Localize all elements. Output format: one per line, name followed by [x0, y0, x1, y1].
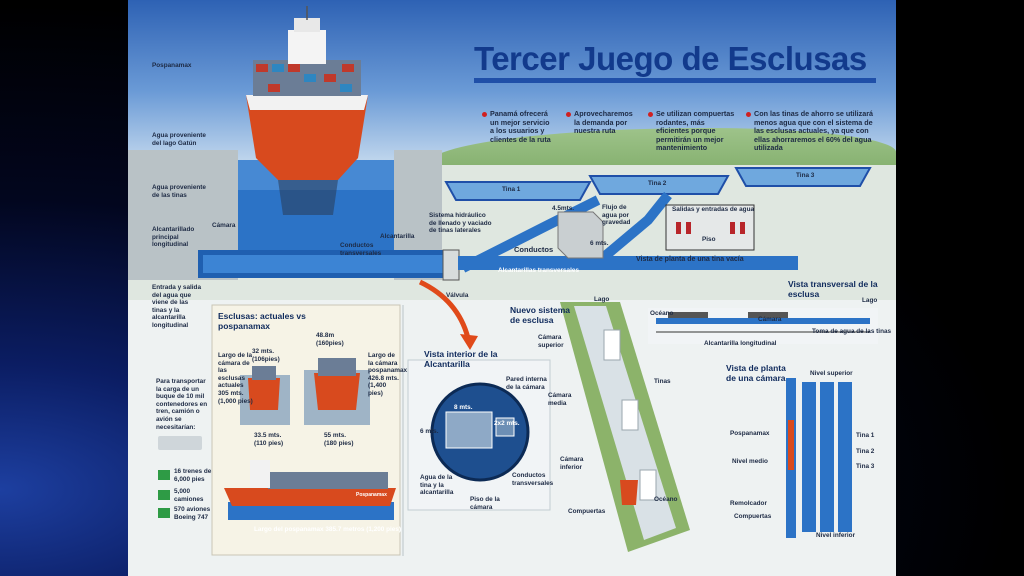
label-conductos-transversales: Conductos transversales	[340, 242, 382, 257]
bullet-3: Se utilizan compuertas rodantes, más efi…	[648, 109, 738, 153]
label-dim-6: 6 mts.	[590, 240, 609, 247]
label-pospanamax-planta: Pospanamax	[730, 430, 770, 437]
label-alcantarillas-transversales: Alcantarillas transversales	[498, 267, 579, 274]
label-dim-6-alc: 6 mts.	[420, 428, 439, 435]
label-length-new: Largo de la cámara pospanamax 426.8 mts.…	[368, 352, 408, 397]
label-remolcador: Remolcador	[730, 500, 767, 507]
label-camara-superior: Cámara superior	[538, 334, 564, 349]
label-width-actual: 32 mts. (106pies)	[252, 348, 280, 363]
tina-conduit-1	[460, 195, 601, 273]
label-transport: Para transportar la carga de un buque de…	[156, 378, 208, 431]
label-aviones: 570 aviones Boeing 747	[174, 506, 211, 521]
label-conductos: Conductos	[514, 245, 554, 254]
label-compuertas-nuevo: Compuertas	[568, 508, 606, 515]
label-trenes: 16 trenes de 6,000 pies	[174, 468, 212, 483]
label-sistema-hidraulico: Sistema hidráulico de llenado y vaciado …	[429, 212, 492, 235]
train-icon	[158, 470, 170, 480]
truck-icon	[158, 490, 170, 500]
label-oceano-nuevo: Océano	[654, 496, 678, 503]
valve	[442, 249, 460, 281]
label-nivel-superior: Nivel superior	[810, 370, 853, 377]
label-tina3: Tina 3	[796, 172, 815, 179]
label-pospanamax: Pospanamax	[152, 62, 192, 69]
label-depth-actual: 33.5 mts. (110 pies)	[254, 432, 284, 447]
esclusas-heading: Esclusas: actuales vs pospanamax	[218, 311, 306, 331]
label-width-new: 48.8m (160pies)	[316, 332, 344, 347]
tina1-shape	[444, 181, 592, 201]
plane-icon	[158, 508, 170, 518]
label-flujo-agua: Flujo de agua por gravedad	[602, 204, 631, 227]
label-entrada-salida: Entrada y salida del agua que viene de l…	[152, 284, 202, 329]
page-title: Tercer Juego de Esclusas	[474, 40, 867, 77]
label-depth-new: 55 mts. (180 pies)	[324, 432, 354, 447]
label-tina2: Tina 2	[648, 180, 667, 187]
planta-heading: Vista de planta de una cámara	[726, 363, 786, 383]
label-tina2-planta: Tina 2	[856, 448, 875, 455]
label-alcantarilla: Alcantarilla	[380, 233, 415, 240]
title-underline	[474, 78, 876, 83]
label-tina1: Tina 1	[502, 186, 521, 193]
label-camara-media: Cámara media	[548, 392, 572, 407]
label-agua-alc: Agua de la tina y la alcantarilla	[420, 474, 454, 497]
label-length-actual: Largo de la cámara de las esclusas actua…	[218, 352, 253, 405]
lock-illustration	[128, 6, 878, 556]
label-camiones: 5,000 camiones	[174, 488, 204, 503]
ship-hull	[246, 95, 368, 180]
label-dim-2x2: 2x2 mts.	[494, 420, 520, 427]
label-oceano-trans: Océano	[650, 310, 674, 317]
label-compuertas-planta: Compuertas	[734, 513, 772, 520]
label-alcantarilla-trans: Alcantarilla longitudinal	[704, 340, 777, 347]
alcantarilla-heading: Vista interior de la Alcantarilla	[424, 349, 498, 369]
ship-bridge	[288, 30, 326, 64]
label-camara: Cámara	[212, 222, 236, 229]
label-tina1-planta: Tina 1	[856, 432, 875, 439]
label-vista-planta-tina: Vista de planta de una tina vacía	[636, 256, 744, 263]
tina2-shape	[588, 175, 730, 195]
label-dim-45: 4.5mts.	[552, 205, 575, 212]
truck-illustration-icon	[158, 436, 202, 450]
label-tina3-planta: Tina 3	[856, 463, 875, 470]
infographic-slide: Tercer Juego de Esclusas Panamá ofrecerá…	[128, 0, 896, 576]
label-pared: Pared interna de la cámara	[506, 376, 547, 391]
label-toma: Toma de agua de las tinas	[812, 328, 892, 335]
label-conductos-alc: Conductos transversales	[512, 472, 554, 487]
label-nivel-medio: Nivel medio	[732, 458, 768, 465]
label-piso: Piso	[702, 236, 716, 243]
transversal-heading: Vista transversal de la esclusa	[788, 279, 878, 299]
nuevo-sistema-heading: Nuevo sistema de esclusa	[510, 305, 570, 325]
label-agua-tinas: Agua proveniente de las tinas	[152, 184, 206, 199]
tina3-shape	[734, 167, 872, 187]
label-nivel-inferior: Nivel inferior	[816, 532, 856, 539]
red-arrow	[460, 334, 478, 350]
label-valvula: Válvula	[446, 292, 469, 299]
label-lago-trans: Lago	[862, 297, 878, 304]
label-salidas-entradas: Salidas y entradas de agua	[672, 206, 755, 213]
bullet-4: Con las tinas de ahorro se utilizará men…	[746, 109, 880, 153]
label-tinas: Tinas	[654, 378, 671, 385]
bullet-2: Aprovecharemos la demanda por nuestra ru…	[566, 109, 640, 136]
label-ship-length: Largo del pospanamax 385.7 metros (1,200…	[254, 526, 402, 533]
bullet-1: Panamá ofrecerá un mejor servicio a los …	[482, 109, 554, 144]
label-camara-inferior: Cámara inferior	[560, 456, 584, 471]
label-alcantarillado: Alcantarillado principal longitudinal	[152, 226, 195, 249]
label-piso-alc: Piso de la cámara	[470, 496, 500, 511]
conduit-box	[557, 211, 604, 259]
label-dim-8: 8 mts.	[454, 404, 473, 411]
label-camara-trans: Cámara	[758, 316, 782, 323]
label-ship-name: Pospanamax	[356, 492, 387, 498]
side-ship-hull	[224, 488, 396, 506]
transversal-culverts	[458, 256, 798, 270]
label-agua-gatun: Agua proveniente del lago Gatún	[152, 132, 206, 147]
tina-conduit-2	[594, 191, 672, 266]
label-lago-nuevo: Lago	[594, 296, 610, 303]
